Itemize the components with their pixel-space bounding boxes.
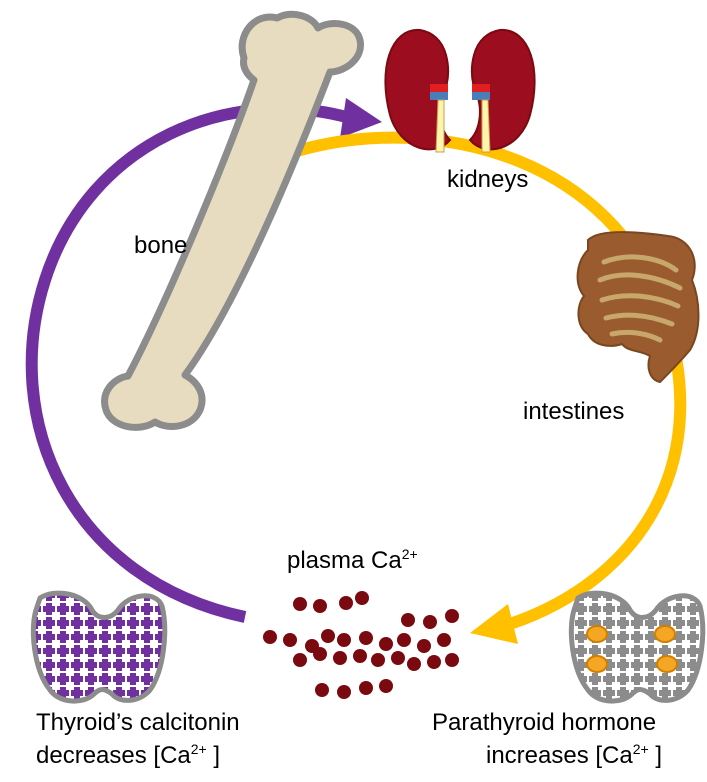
plasma-calcium-charge: 2+ [402, 546, 418, 562]
parathyroid-gland-dot [587, 656, 607, 672]
plasma-calcium-text: plasma Ca [287, 547, 402, 574]
intestines-label: intestines [523, 398, 624, 426]
parathyroid-caption-bracket: ] [649, 742, 662, 769]
parathyroid-icon [571, 593, 702, 701]
parathyroid-gland-dot [657, 656, 677, 672]
kidneys-label: kidneys [447, 166, 528, 194]
parathyroid-gland-dot [655, 626, 675, 642]
calcitonin-arrowhead [340, 98, 382, 138]
thyroid-caption-bracket: ] [207, 742, 220, 769]
intestines-icon [578, 232, 699, 382]
thyroid-caption-text: decreases [Ca [36, 742, 191, 769]
pth-arrowhead [470, 604, 518, 644]
parathyroid-caption-line2: increases [Ca2+ ] [486, 742, 662, 770]
parathyroid-caption-text: increases [Ca [486, 742, 633, 769]
bone-icon [105, 14, 361, 427]
parathyroid-gland-dot [587, 626, 607, 642]
bone-label: bone [134, 232, 187, 260]
thyroid-icon [33, 593, 164, 701]
thyroid-caption-charge: 2+ [191, 741, 207, 757]
calcium-dots [263, 591, 459, 699]
kidneys-icon [385, 30, 534, 152]
parathyroid-caption-line1: Parathyroid hormone [432, 709, 656, 737]
thyroid-caption-line2: decreases [Ca2+ ] [36, 742, 220, 770]
parathyroid-caption-charge: 2+ [633, 741, 649, 757]
thyroid-caption-line1: Thyroid’s calcitonin [36, 709, 240, 737]
plasma-calcium-label: plasma Ca2+ [287, 547, 418, 575]
